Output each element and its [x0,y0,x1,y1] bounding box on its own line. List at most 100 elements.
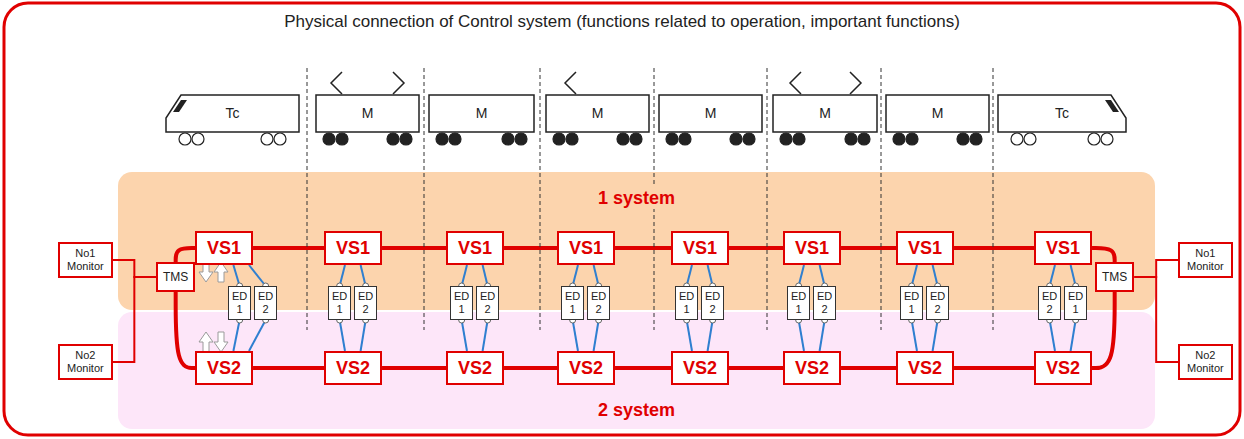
box-label: ED 2 [480,290,495,316]
vs-box: VS1 [446,231,504,265]
connection-dot [337,283,343,289]
car-body [998,95,1126,132]
monitor-box: No1 Monitor [1178,242,1233,278]
box-label: VS2 [564,357,608,379]
car-body [773,95,877,132]
vs-box: VS1 [1034,231,1092,265]
wheel [617,133,629,145]
system-band: 2 systemVS2VS2VS2VS2VS2VS2VS2VS2 [118,312,1155,429]
wheel [323,133,335,145]
ed-box: ED 2 [254,286,277,320]
network-ring-line [253,366,324,370]
connection-dot [796,283,802,289]
wheel [436,133,448,145]
ed-link [820,320,825,351]
cab-window [173,100,187,112]
box-label: ED 2 [358,290,373,316]
ed-link [361,320,366,351]
box-label: No1 Monitor [1187,247,1224,273]
car-body [429,95,534,132]
network-ring-line [729,366,783,370]
ed-link [594,320,599,351]
car-type-label: M [315,95,420,132]
ed-box: ED 2 [701,286,724,320]
monitor-box: No2 Monitor [1178,344,1233,380]
wheel [730,133,742,145]
ed-box: ED 2 [926,286,949,320]
diagram-title: Physical connection of Control system (f… [0,12,1244,32]
connection-dot [596,283,602,289]
monitor-link [1134,260,1178,277]
connection-dot [1047,317,1053,323]
down-arrow [214,332,228,352]
ed-box: ED 1 [900,286,923,320]
network-ring-line [729,246,783,250]
wheel [1088,133,1100,145]
connection-dot [710,317,716,323]
box-label: VS1 [1041,237,1085,259]
vs-box: VS2 [896,351,954,385]
network-ring-line [253,246,324,250]
connection-dot [459,317,465,323]
car-body [166,95,299,132]
car-type-label: Tc [165,95,300,132]
box-label: VS1 [678,237,722,259]
railway-car: M [315,88,420,146]
wheel [793,133,805,145]
wheel [780,133,792,145]
car-type-label: M [428,95,535,132]
cab-window [1105,100,1119,112]
network-ring-line [841,366,896,370]
box-label: No2 Monitor [1187,349,1224,375]
vs-box: VS2 [195,351,253,385]
box-label: VS2 [202,357,246,379]
railway-car: M [772,88,878,146]
ed-box: ED 2 [476,286,499,320]
system-label: 1 system [593,187,680,209]
ed-link [799,320,804,351]
wheel [679,133,691,145]
box-label: ED 2 [258,290,273,316]
wheel [553,133,565,145]
ed-link [912,320,917,351]
connection-dot [570,317,576,323]
car-body [546,95,649,132]
vs-box: VS1 [324,231,382,265]
box-label: ED 1 [565,290,580,316]
network-ring-line [176,248,195,262]
railway-car: Tc [997,88,1127,146]
railway-car: Tc [165,88,300,146]
wheel [449,133,461,145]
connection-dot [796,317,802,323]
car-separator [307,68,308,330]
car-body [316,95,419,132]
ed-link [249,265,266,286]
box-label: ED 1 [679,290,694,316]
transfer-arrows [199,262,228,352]
wheel [1011,133,1023,145]
car-body [659,95,762,132]
ed-box: ED 1 [228,286,251,320]
ed-link [573,320,578,351]
network-ring-line [954,366,1034,370]
connection-dot [822,317,828,323]
vs-box: VS1 [557,231,615,265]
connection-dot [710,283,716,289]
box-label: VS1 [453,237,497,259]
box-label: VS1 [564,237,608,259]
wheel [957,133,969,145]
box-label: VS1 [202,237,246,259]
car-separator [767,68,768,330]
box-label: TMS [163,270,188,284]
wheel [515,133,527,145]
ed-link [1071,320,1076,351]
tms-box: TMS [1095,262,1134,292]
connection-dot [1073,283,1079,289]
connection-dot [237,317,243,323]
wheel [336,133,348,145]
box-label: TMS [1102,270,1127,284]
connection-dot [822,283,828,289]
box-label: ED 1 [904,290,919,316]
vs-box: VS1 [671,231,729,265]
wheel [274,133,286,145]
